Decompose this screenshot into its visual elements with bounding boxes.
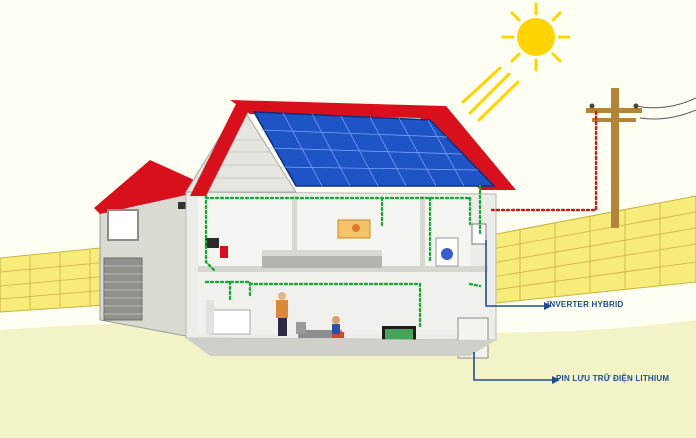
sun-icon [501,2,571,72]
inverter-callout-arrow-icon [544,302,552,310]
left-brick-wall [0,245,121,313]
inverter-label: INVERTER HYBRID [547,300,624,309]
sofa [298,330,342,338]
inverter-unit [471,223,487,245]
callout-leaders [473,240,552,381]
ground [0,320,696,438]
house [185,100,516,359]
dc-wiring [204,184,482,328]
sunray-arrows-icon [461,66,520,122]
security-camera-icon [178,202,190,209]
utility-pole [586,88,696,228]
battery-label: PIN LƯU TRỮ ĐIỆN LITHIUM [556,374,670,383]
battery-callout-arrow-icon [552,376,560,384]
garage [94,160,212,337]
bed [262,254,382,268]
grid-wiring [490,110,598,212]
